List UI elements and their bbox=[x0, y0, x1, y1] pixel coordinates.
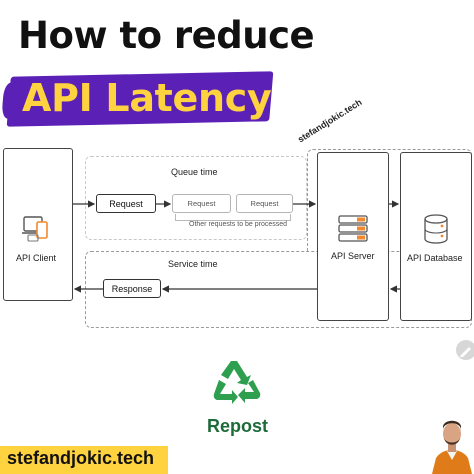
server-icon bbox=[338, 215, 368, 242]
service-time-label: Service time bbox=[168, 259, 218, 269]
client-devices-icon bbox=[22, 216, 48, 242]
pen-icon bbox=[460, 347, 471, 357]
api-server-box bbox=[317, 152, 389, 321]
repost-label[interactable]: Repost bbox=[207, 416, 269, 436]
footer-handle[interactable]: stefandjokic.tech bbox=[7, 448, 155, 468]
response-box: Response bbox=[103, 279, 161, 298]
queue-time-zone bbox=[85, 156, 307, 240]
api-database-label: API Database bbox=[407, 253, 463, 263]
queue-bracket bbox=[175, 214, 291, 221]
author-avatar bbox=[432, 420, 472, 474]
recycle-icon[interactable] bbox=[212, 358, 262, 406]
api-database-box bbox=[400, 152, 472, 321]
api-client-label: API Client bbox=[16, 253, 57, 263]
edit-badge bbox=[456, 340, 474, 360]
footer-highlight bbox=[0, 446, 168, 474]
queue-note: Other requests to be processed bbox=[189, 221, 288, 228]
page-title: How to reduce bbox=[18, 14, 315, 57]
request-box: Request bbox=[96, 194, 156, 213]
api-server-label: API Server bbox=[331, 251, 375, 261]
queue-time-label: Queue time bbox=[171, 167, 218, 177]
queued-request-box: Request bbox=[236, 194, 293, 213]
queued-request-box: Request bbox=[172, 194, 231, 213]
api-client-box bbox=[3, 148, 73, 301]
database-icon bbox=[424, 214, 448, 244]
page-subtitle: API Latency bbox=[22, 76, 272, 120]
